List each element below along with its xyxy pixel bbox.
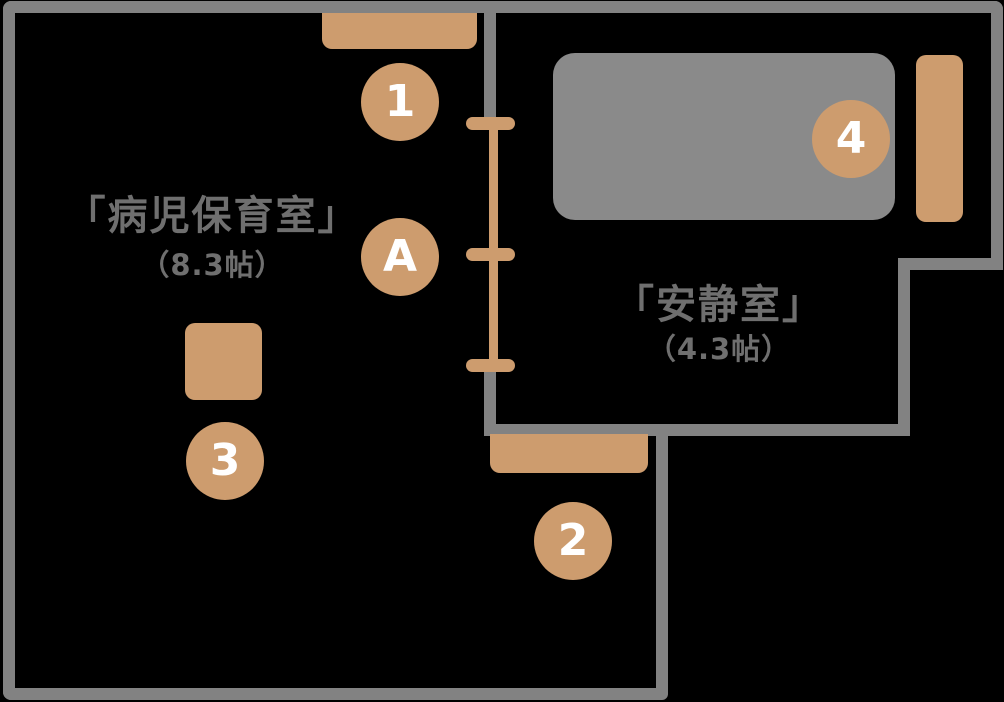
door-track xyxy=(489,123,498,371)
room-rest-room-name: 「安静室」 xyxy=(614,282,824,328)
wall-mid-right-vertical xyxy=(898,258,910,436)
marker-2-badge: 2 xyxy=(534,502,612,580)
wall-step-horizontal xyxy=(898,258,1003,270)
pillow xyxy=(916,55,963,222)
wall-bottom xyxy=(3,688,668,700)
wall-top xyxy=(3,1,1003,13)
small-table xyxy=(185,323,262,400)
room-sick-child-care-name: 「病児保育室」 xyxy=(65,193,360,239)
marker-4-badge: 4 xyxy=(812,100,890,178)
door-tick-middle xyxy=(466,248,515,261)
marker-1-label: 1 xyxy=(384,76,416,127)
wall-left xyxy=(3,1,15,700)
top-shelf xyxy=(322,13,477,49)
wall-divider-upper xyxy=(484,13,496,125)
wall-divider-lower xyxy=(484,370,496,430)
marker-a-badge: A xyxy=(361,218,439,296)
marker-3-label: 3 xyxy=(209,435,241,486)
counter xyxy=(490,434,648,473)
room-sick-child-care-size: （8.3帖） xyxy=(140,248,285,282)
marker-2-label: 2 xyxy=(557,515,589,566)
wall-rest-room-bottom xyxy=(484,424,910,436)
door-tick-bottom xyxy=(466,359,515,372)
marker-4-label: 4 xyxy=(835,113,867,164)
wall-right xyxy=(991,1,1003,270)
marker-1-badge: 1 xyxy=(361,63,439,141)
marker-a-label: A xyxy=(382,231,418,282)
marker-3-badge: 3 xyxy=(186,422,264,500)
room-rest-room-size: （4.3帖） xyxy=(646,332,792,366)
door-tick-top xyxy=(466,117,515,130)
wall-lower-right-vertical xyxy=(656,425,668,700)
